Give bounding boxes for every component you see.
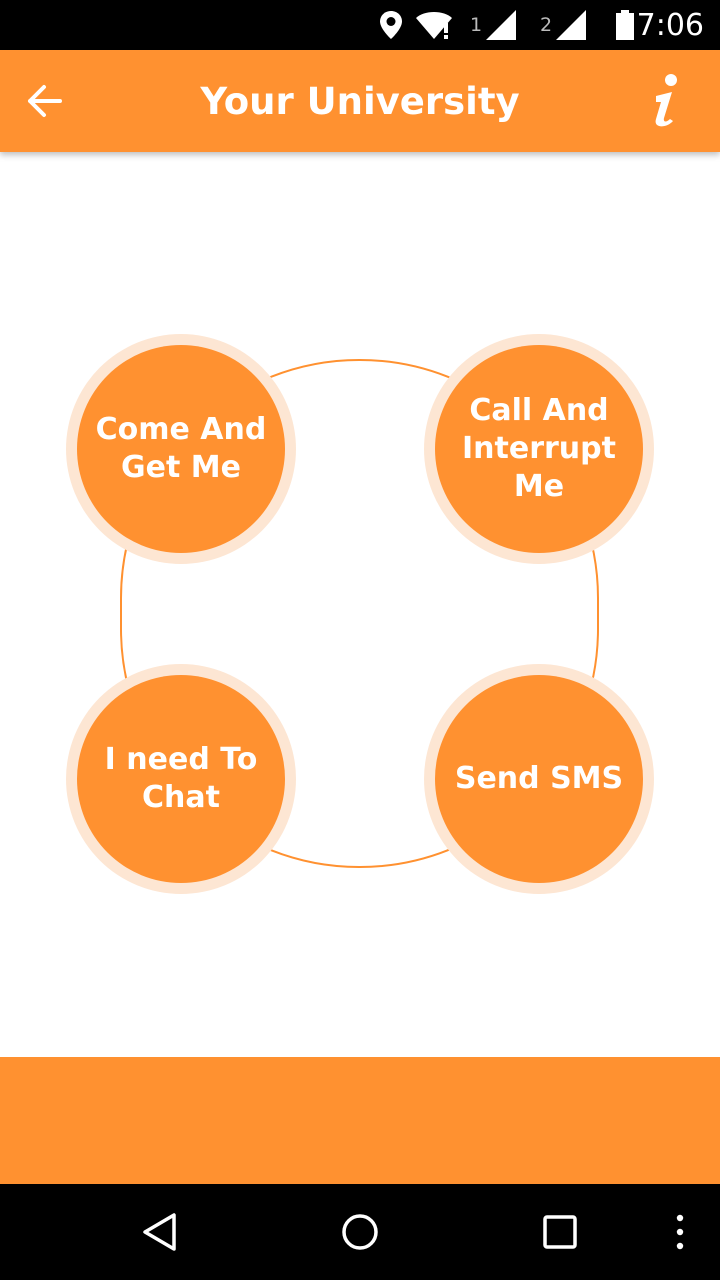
page-title: Your University [200,79,520,123]
action-label-line1: Come And [95,412,267,447]
main-content: Come And Get Me Call And Interrupt Me I … [0,152,720,1057]
action-label-line2: Interrupt Me [462,431,616,504]
come-and-get-me-button[interactable]: Come And Get Me [66,334,296,564]
action-label-line2: Chat [142,780,220,815]
recents-square-icon [543,1215,577,1249]
connector-ring [120,359,599,868]
nav-more-button[interactable] [635,1184,720,1280]
sim1-signal: 1 [470,0,518,50]
nav-home-button[interactable] [315,1184,405,1280]
nav-recents-button[interactable] [515,1184,605,1280]
info-button[interactable] [642,72,692,132]
status-time: 7:06 [636,7,704,43]
app-bar: Your University [0,50,720,152]
sim1-label: 1 [470,14,483,36]
action-label-line1: Call And [469,393,609,428]
send-sms-button[interactable]: Send SMS [424,664,654,894]
call-and-interrupt-me-button[interactable]: Call And Interrupt Me [424,334,654,564]
battery-icon [614,0,636,50]
action-label-line1: Send SMS [454,761,624,796]
signal-icon [556,10,587,40]
back-triangle-icon [143,1213,176,1251]
location-icon [378,0,404,50]
system-nav-bar [0,1184,720,1280]
wifi-icon [414,0,454,50]
more-vert-icon [676,1214,684,1250]
signal-icon [486,10,517,40]
home-circle-icon [342,1214,378,1250]
bottom-banner [0,1057,720,1184]
nav-back-button[interactable] [115,1184,205,1280]
arrow-left-icon [28,85,62,117]
status-bar: 1 2 7:06 [0,0,720,50]
action-label-line1: I need To [104,742,258,777]
info-icon [655,74,677,127]
sim2-label: 2 [540,14,553,36]
i-need-to-chat-button[interactable]: I need To Chat [66,664,296,894]
sim2-signal: 2 [540,0,588,50]
action-label-line2: Get Me [121,450,241,485]
back-button[interactable] [20,76,70,126]
